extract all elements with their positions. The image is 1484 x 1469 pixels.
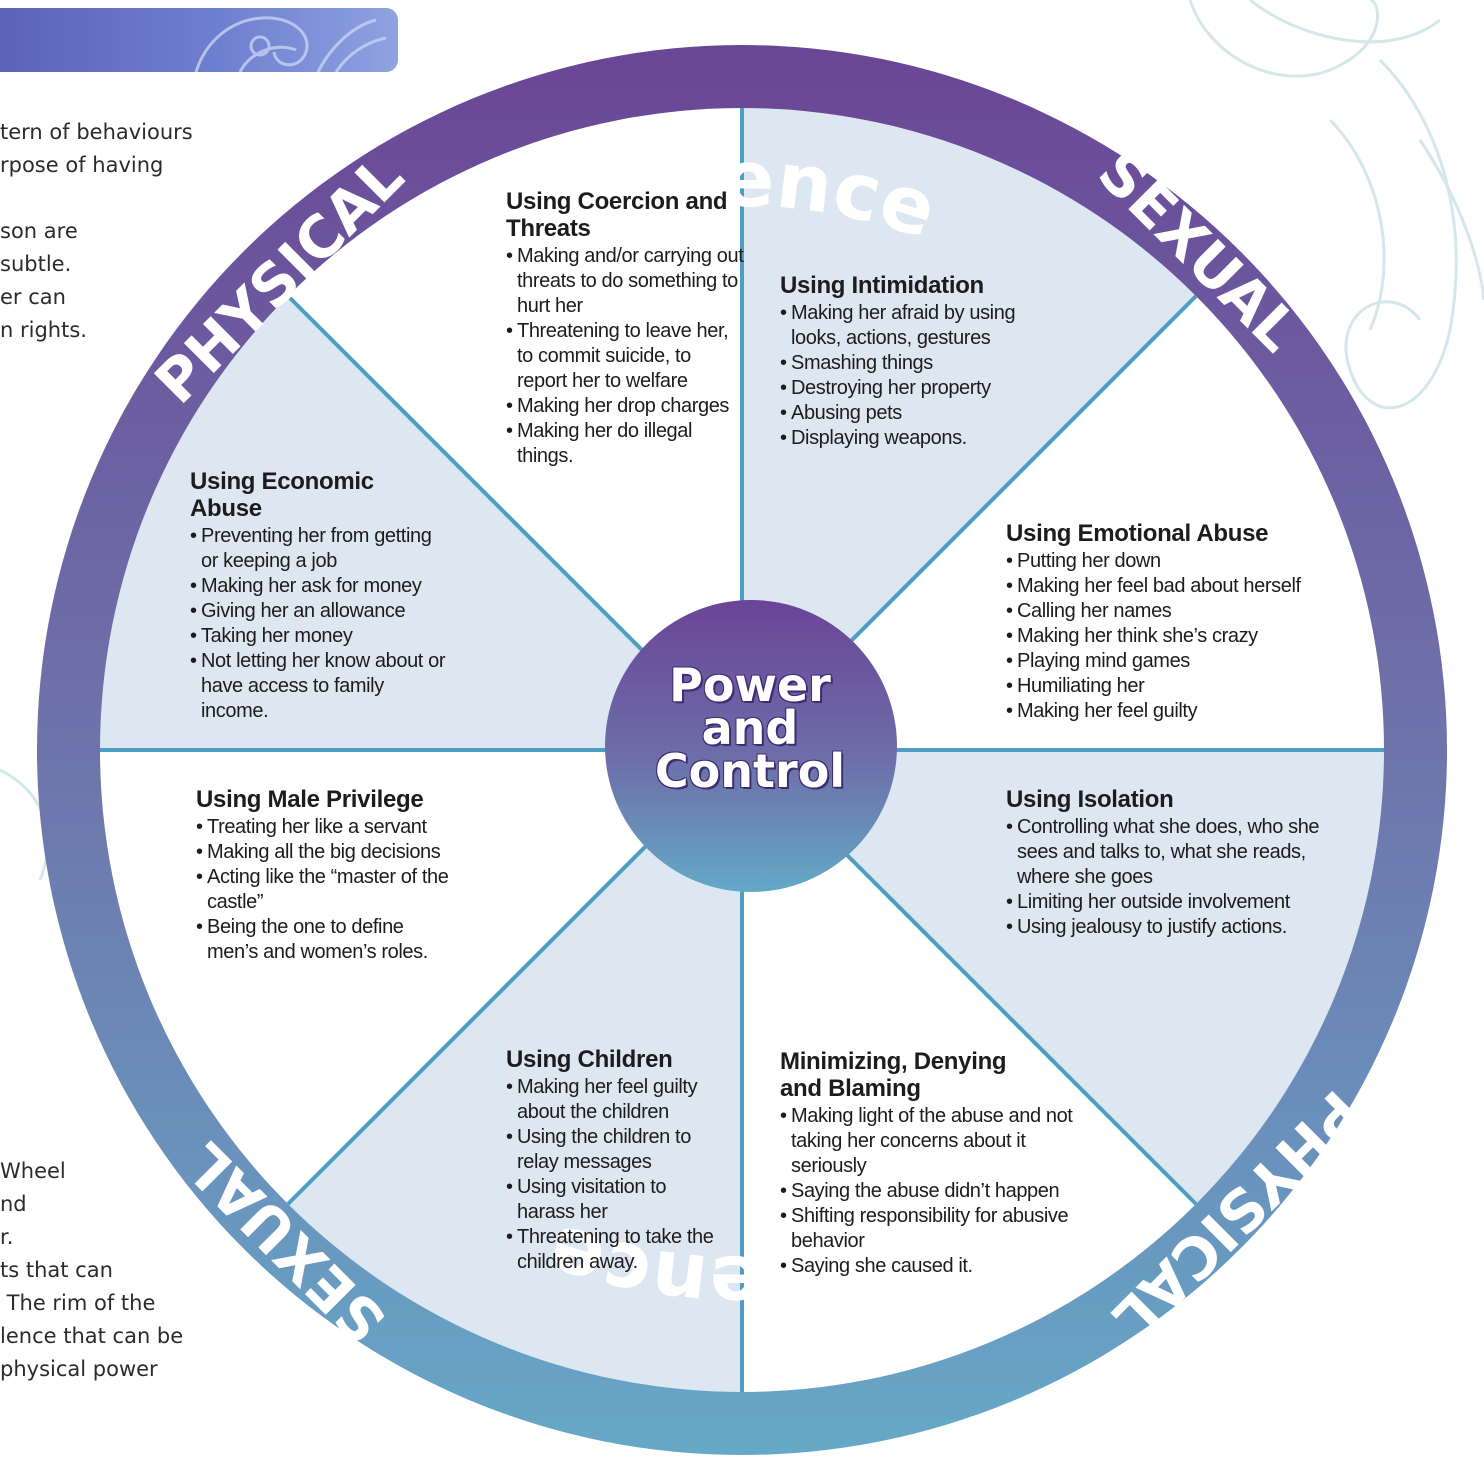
tactic-item: Controlling what she does, who she sees … <box>1006 815 1360 890</box>
tactic-list: Making her feel guilty about the childre… <box>506 1075 726 1275</box>
tactic-item: Being the one to define men’s and women’… <box>196 915 458 965</box>
tactic-item: Destroying her property <box>780 376 1060 401</box>
tactic-item: Playing mind games <box>1006 649 1356 674</box>
tactic-list: Making light of the abuse and not taking… <box>780 1104 1096 1279</box>
tactic-item: Making her ask for money <box>190 574 452 599</box>
tactic-item: Threatening to take the children away. <box>506 1225 726 1275</box>
tactic-item: Preventing her from getting or keeping a… <box>190 524 452 574</box>
tactic-minimizing: Minimizing, Denying and Blaming Making l… <box>780 1048 1096 1279</box>
wheel-wedges <box>99 108 1384 1393</box>
tactic-item: Treating her like a servant <box>196 815 458 840</box>
tactic-title: Minimizing, Denying and Blaming <box>780 1048 1007 1102</box>
tactic-item: Using visitation to harass her <box>506 1175 726 1225</box>
tactic-title: Using Male Privilege <box>196 786 424 813</box>
tactic-title: Using Intimidation <box>780 272 984 299</box>
wheel-explanation-text-fragment: Wheel nd r. ts that can The rim of the l… <box>0 1159 184 1381</box>
tactic-item: Displaying weapons. <box>780 426 1060 451</box>
tactic-male-privilege: Using Male Privilege Treating her like a… <box>196 786 458 965</box>
tactic-item: Threatening to leave her, to commit suic… <box>506 319 744 394</box>
tactic-item: Calling her names <box>1006 599 1356 624</box>
tactic-item: Putting her down <box>1006 549 1356 574</box>
tactic-emotional: Using Emotional Abuse Putting her downMa… <box>1006 520 1356 724</box>
tactic-item: Taking her money <box>190 624 452 649</box>
tactic-title: Using Emotional Abuse <box>1006 520 1269 547</box>
tactic-item: Humiliating her <box>1006 674 1356 699</box>
tactic-item: Shifting responsibility for abusive beha… <box>780 1204 1096 1254</box>
tactic-item: Saying she caused it. <box>780 1254 1096 1279</box>
tactic-item: Making light of the abuse and not taking… <box>780 1104 1096 1179</box>
tactic-item: Saying the abuse didn’t happen <box>780 1179 1096 1204</box>
tactic-title: Using Isolation <box>1006 786 1174 813</box>
tactic-economic: Using Economic Abuse Preventing her from… <box>190 468 452 724</box>
tactic-isolation: Using Isolation Controlling what she doe… <box>1006 786 1360 940</box>
swirl-ornament-icon <box>194 16 387 72</box>
tactic-title: Using Economic Abuse <box>190 468 374 522</box>
hub-label-text: Power and Control <box>654 658 846 798</box>
tactic-item: Abusing pets <box>780 401 1060 426</box>
tactic-list: Treating her like a servantMaking all th… <box>196 815 458 965</box>
tactic-intimidation: Using Intimidation Making her afraid by … <box>780 272 1060 451</box>
tactic-item: Making her feel guilty about the childre… <box>506 1075 726 1125</box>
tactic-item: Making her feel bad about herself <box>1006 574 1356 599</box>
tactic-item: Making her think she’s crazy <box>1006 624 1356 649</box>
tactic-children: Using Children Making her feel guilty ab… <box>506 1046 726 1275</box>
tactic-item: Making all the big decisions <box>196 840 458 865</box>
tactic-title: Using Children <box>506 1046 673 1073</box>
tactic-item: Making her drop charges <box>506 394 744 419</box>
tactic-list: Controlling what she does, who she sees … <box>1006 815 1360 940</box>
tactic-item: Smashing things <box>780 351 1060 376</box>
section-banner <box>0 8 398 72</box>
tactic-item: Using the children to relay messages <box>506 1125 726 1175</box>
hub-label: Power and Control <box>604 658 896 798</box>
tactic-item: Not letting her know about or have acces… <box>190 649 452 724</box>
tactic-item: Making her do illegal things. <box>506 419 744 469</box>
tactic-title: Using Coercion and Threats <box>506 188 728 242</box>
tactic-item: Limiting her outside involvement <box>1006 890 1360 915</box>
tactic-item: Acting like the “master of the castle” <box>196 865 458 915</box>
wheel-hub <box>605 600 897 892</box>
tactic-item: Making and/or carrying out threats to do… <box>506 244 744 319</box>
tactic-item: Giving her an allowance <box>190 599 452 624</box>
tactic-list: Preventing her from getting or keeping a… <box>190 524 452 724</box>
tactic-coercion: Using Coercion and Threats Making and/or… <box>506 188 744 469</box>
tactic-list: Putting her downMaking her feel bad abou… <box>1006 549 1356 724</box>
tactic-item: Making her afraid by using looks, action… <box>780 301 1060 351</box>
tactic-list: Making her afraid by using looks, action… <box>780 301 1060 451</box>
tactic-item: Using jealousy to justify actions. <box>1006 915 1360 940</box>
tactic-list: Making and/or carrying out threats to do… <box>506 244 744 469</box>
intro-text-fragment: tern of behaviours rpose of having son a… <box>0 120 193 342</box>
tactic-item: Making her feel guilty <box>1006 699 1356 724</box>
